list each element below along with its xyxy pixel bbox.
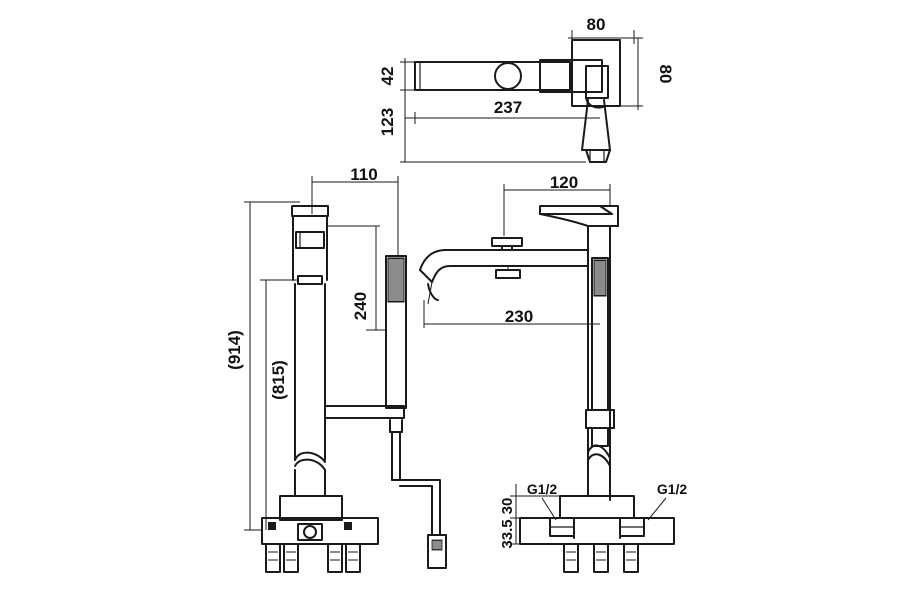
front-view-base — [519, 495, 675, 573]
front-view: 120 230 G1/2 G1/2 30 33.5 — [419, 173, 688, 573]
top-width-dim: 80 — [587, 15, 606, 34]
front-view-diverter — [491, 237, 523, 279]
front-base-lower-dim: 33.5 — [499, 519, 516, 548]
side-total-height-dim: (914) — [225, 330, 244, 370]
front-thread-left-label: G1/2 — [527, 481, 558, 497]
front-view-column — [587, 427, 611, 497]
side-hand-shower-dim: 240 — [351, 292, 370, 320]
front-base-upper-dim: 30 — [499, 498, 516, 515]
top-view: 80 80 42 123 237 — [378, 15, 675, 163]
side-spout-height-dim: (815) — [269, 360, 288, 400]
top-view-body — [414, 39, 621, 163]
side-view-base — [261, 517, 379, 573]
front-view-dims — [423, 184, 667, 545]
top-view-dims — [400, 30, 643, 163]
side-view: 110 240 (914) (815) — [225, 165, 447, 573]
front-view-spout — [419, 249, 589, 305]
front-spout-reach-dim: 230 — [505, 307, 533, 326]
side-view-anchor-bolts — [265, 522, 361, 573]
side-view-mixer-body — [291, 205, 329, 285]
top-spout-length-dim: 237 — [494, 98, 522, 117]
front-handle-reach-dim: 120 — [550, 173, 578, 192]
top-offset-dim: 123 — [378, 108, 397, 136]
side-view-hand-shower — [324, 255, 447, 569]
front-view-anchor-bolts — [563, 543, 639, 573]
front-thread-right-label: G1/2 — [657, 481, 688, 497]
top-body-height-dim: 42 — [378, 67, 397, 86]
top-depth-dim: 80 — [656, 65, 675, 84]
side-offset-dim: 110 — [350, 165, 377, 184]
side-view-dims — [244, 176, 399, 531]
side-view-column — [279, 283, 343, 521]
